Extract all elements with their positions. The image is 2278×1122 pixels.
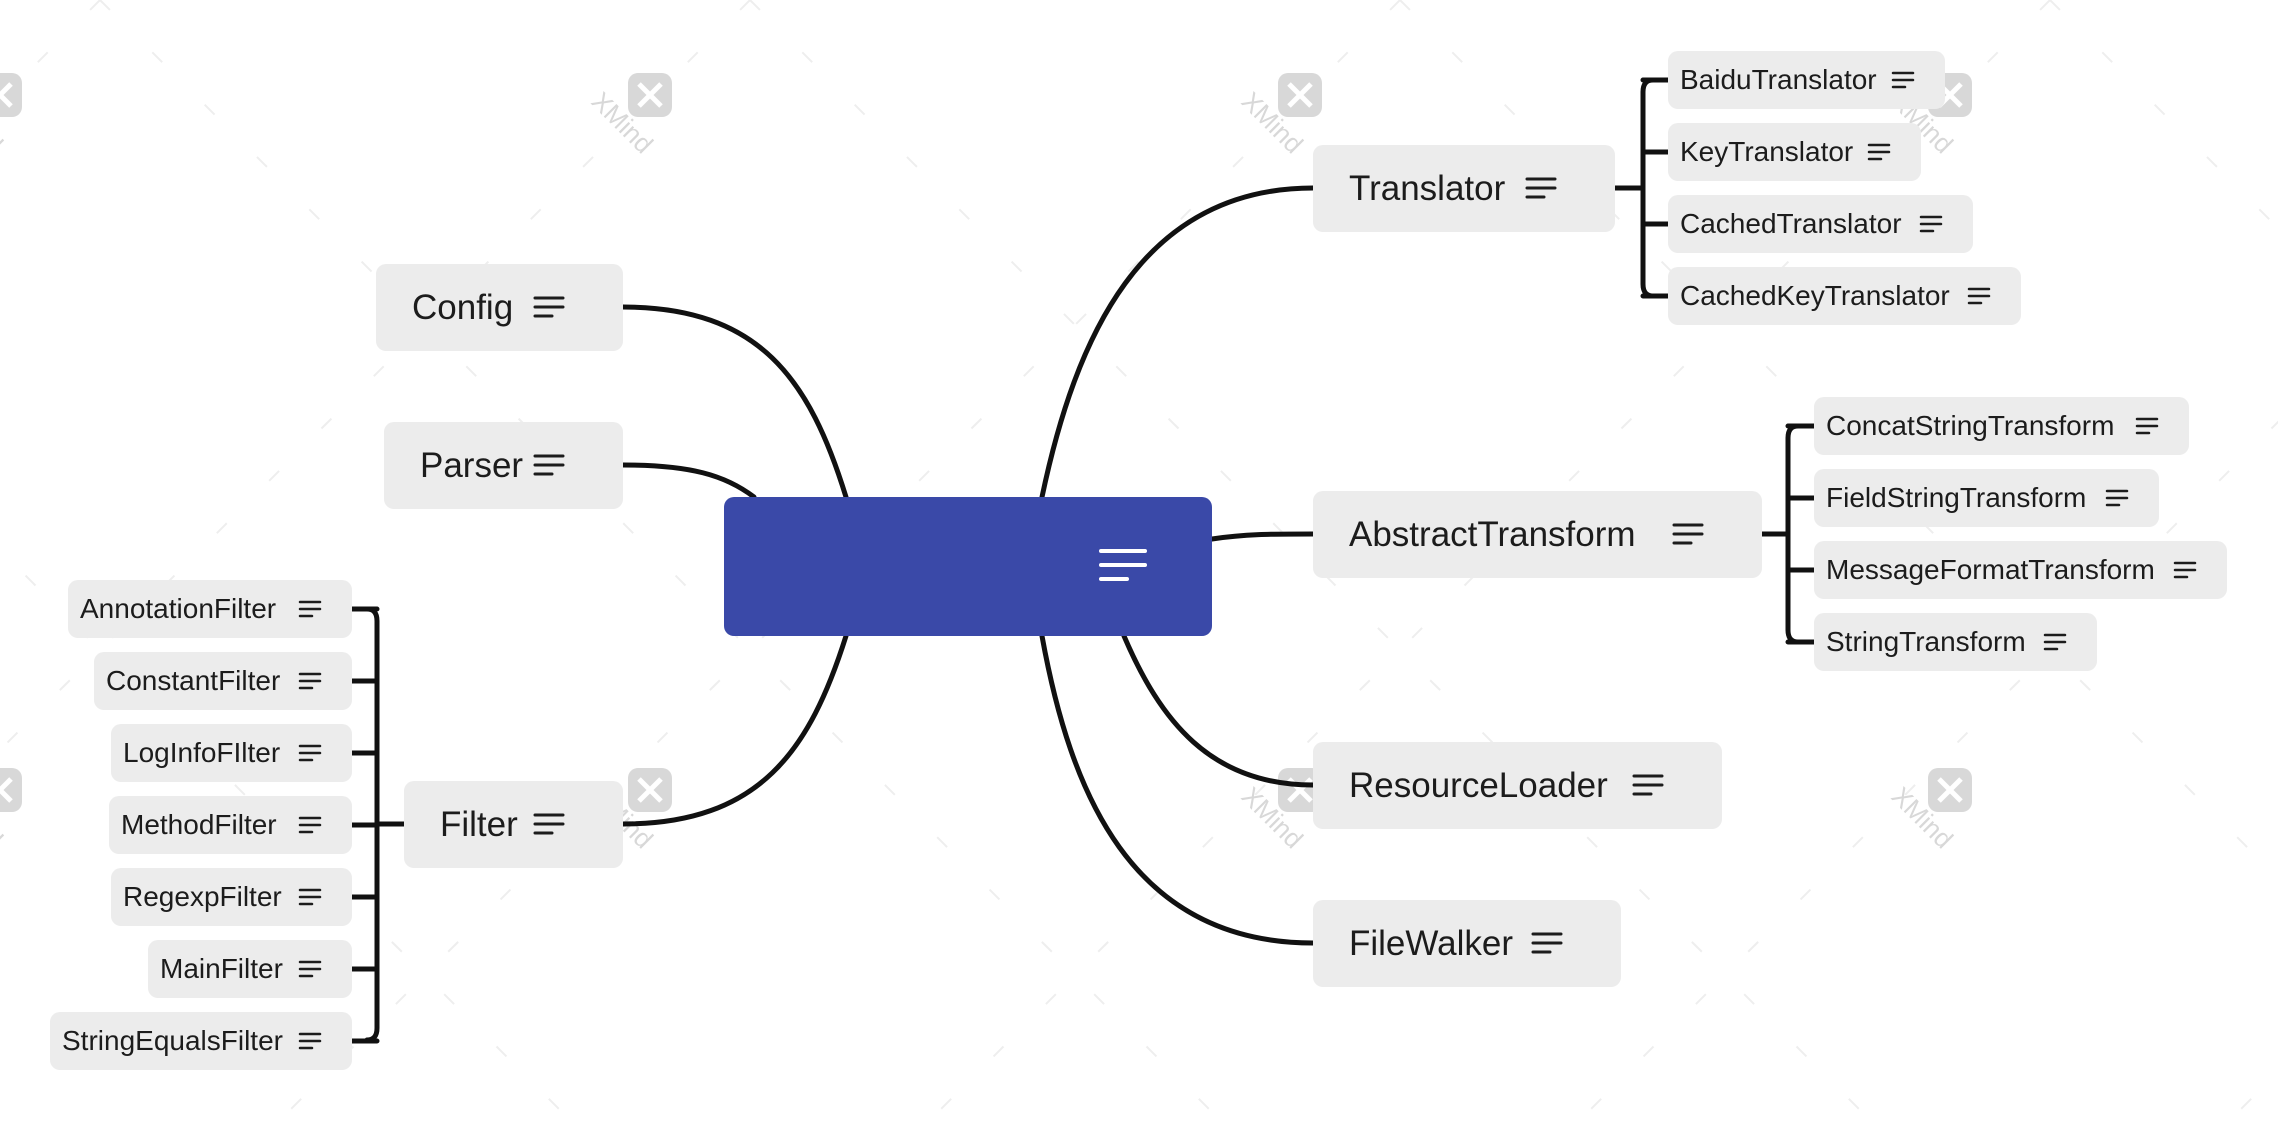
topic-parser[interactable]: Parser <box>384 422 623 509</box>
notes-icon[interactable] <box>1967 286 1991 306</box>
subtopic-baidu-translator[interactable]: BaiduTranslator <box>1668 51 1945 109</box>
subtopic-label: StringEqualsFilter <box>62 1025 283 1056</box>
subtopic-string-equals-filter[interactable]: StringEqualsFilter <box>50 1012 352 1070</box>
notes-icon[interactable] <box>2043 632 2067 652</box>
notes-icon[interactable] <box>1867 142 1891 162</box>
topic-label: Parser <box>420 445 524 485</box>
notes-icon[interactable] <box>1672 522 1704 548</box>
topic-translator[interactable]: Translator <box>1313 145 1615 232</box>
topic-label: Translator <box>1349 168 1506 208</box>
subtopic-label: KeyTranslator <box>1680 136 1854 167</box>
bracket-abstract-transform <box>1785 423 1801 645</box>
subtopic-label: AnnotationFilter <box>80 593 277 624</box>
topic-label: Config <box>412 287 514 327</box>
subtopic-label: MainFilter <box>160 953 283 984</box>
topic-file-walker[interactable]: FileWalker <box>1313 900 1621 987</box>
notes-icon[interactable] <box>1891 70 1915 90</box>
subtopic-key-translator[interactable]: KeyTranslator <box>1668 123 1921 181</box>
subtopic-label: FieldStringTransform <box>1826 482 2087 513</box>
connector-config <box>620 304 849 500</box>
connector-abstract-transform <box>1209 531 1316 542</box>
notes-icon[interactable] <box>1632 773 1664 799</box>
topic-filter[interactable]: Filter <box>404 781 623 868</box>
notes-icon[interactable] <box>298 887 322 907</box>
notes-icon[interactable] <box>1919 214 1943 234</box>
connector-translator <box>1039 185 1316 500</box>
connector-filter <box>620 633 849 827</box>
subtopic-label: LogInfoFIlter <box>123 737 281 768</box>
subtopic-label: MethodFilter <box>121 809 277 840</box>
notes-icon[interactable] <box>298 671 322 691</box>
subtopic-annotation-filter[interactable]: AnnotationFilter <box>68 580 352 638</box>
central-topic[interactable] <box>724 497 1212 636</box>
notes-icon[interactable] <box>298 959 322 979</box>
notes-icon[interactable] <box>298 815 322 835</box>
subtopic-field-string-transform[interactable]: FieldStringTransform <box>1814 469 2159 527</box>
notes-icon[interactable] <box>1531 931 1563 957</box>
topic-label: Filter <box>440 804 518 844</box>
subtopic-label: MessageFormatTransform <box>1826 554 2155 585</box>
notes-icon[interactable] <box>298 743 322 763</box>
subtopic-loginfo-filter[interactable]: LogInfoFIlter <box>111 724 352 782</box>
subtopic-label: ConstantFilter <box>106 665 281 696</box>
topic-label: AbstractTransform <box>1349 514 1636 554</box>
subtopic-constant-filter[interactable]: ConstantFilter <box>94 652 352 710</box>
subtopic-regexp-filter[interactable]: RegexpFilter <box>111 868 352 926</box>
topic-label: ResourceLoader <box>1349 765 1608 805</box>
notes-icon[interactable] <box>533 812 565 838</box>
subtopic-cached-translator[interactable]: CachedTranslator <box>1668 195 1973 253</box>
subtopic-message-format-transform[interactable]: MessageFormatTransform <box>1814 541 2227 599</box>
notes-icon[interactable] <box>1525 176 1557 202</box>
subtopic-string-transform[interactable]: StringTransform <box>1814 613 2097 671</box>
topic-resource-loader[interactable]: ResourceLoader <box>1313 742 1722 829</box>
notes-icon[interactable] <box>1098 547 1148 587</box>
notes-icon[interactable] <box>2173 560 2197 580</box>
subtopic-label: StringTransform <box>1826 626 2026 657</box>
subtopic-label: CachedTranslator <box>1680 208 1902 239</box>
topic-config[interactable]: Config <box>376 264 623 351</box>
subtopic-label: CachedKeyTranslator <box>1680 280 1950 311</box>
topic-label: FileWalker <box>1349 923 1513 963</box>
notes-icon[interactable] <box>533 295 565 321</box>
subtopic-label: BaiduTranslator <box>1680 64 1877 95</box>
connector-parser <box>620 462 757 500</box>
subtopic-label: ConcatStringTransform <box>1826 410 2115 441</box>
subtopic-label: RegexpFilter <box>123 881 282 912</box>
subtopic-main-filter[interactable]: MainFilter <box>148 940 352 998</box>
subtopic-method-filter[interactable]: MethodFilter <box>109 796 352 854</box>
notes-icon[interactable] <box>533 453 565 479</box>
notes-icon[interactable] <box>2135 416 2159 436</box>
notes-icon[interactable] <box>2105 488 2129 508</box>
notes-icon[interactable] <box>298 1031 322 1051</box>
connector-file-walker <box>1039 633 1316 946</box>
subtopic-cached-key-translator[interactable]: CachedKeyTranslator <box>1668 267 2021 325</box>
bracket-translator <box>1640 77 1656 299</box>
connector-resource-loader <box>1121 633 1316 788</box>
notes-icon[interactable] <box>298 599 322 619</box>
subtopic-concat-string-transform[interactable]: ConcatStringTransform <box>1814 397 2189 455</box>
topic-abstract-transform[interactable]: AbstractTransform <box>1313 491 1762 578</box>
